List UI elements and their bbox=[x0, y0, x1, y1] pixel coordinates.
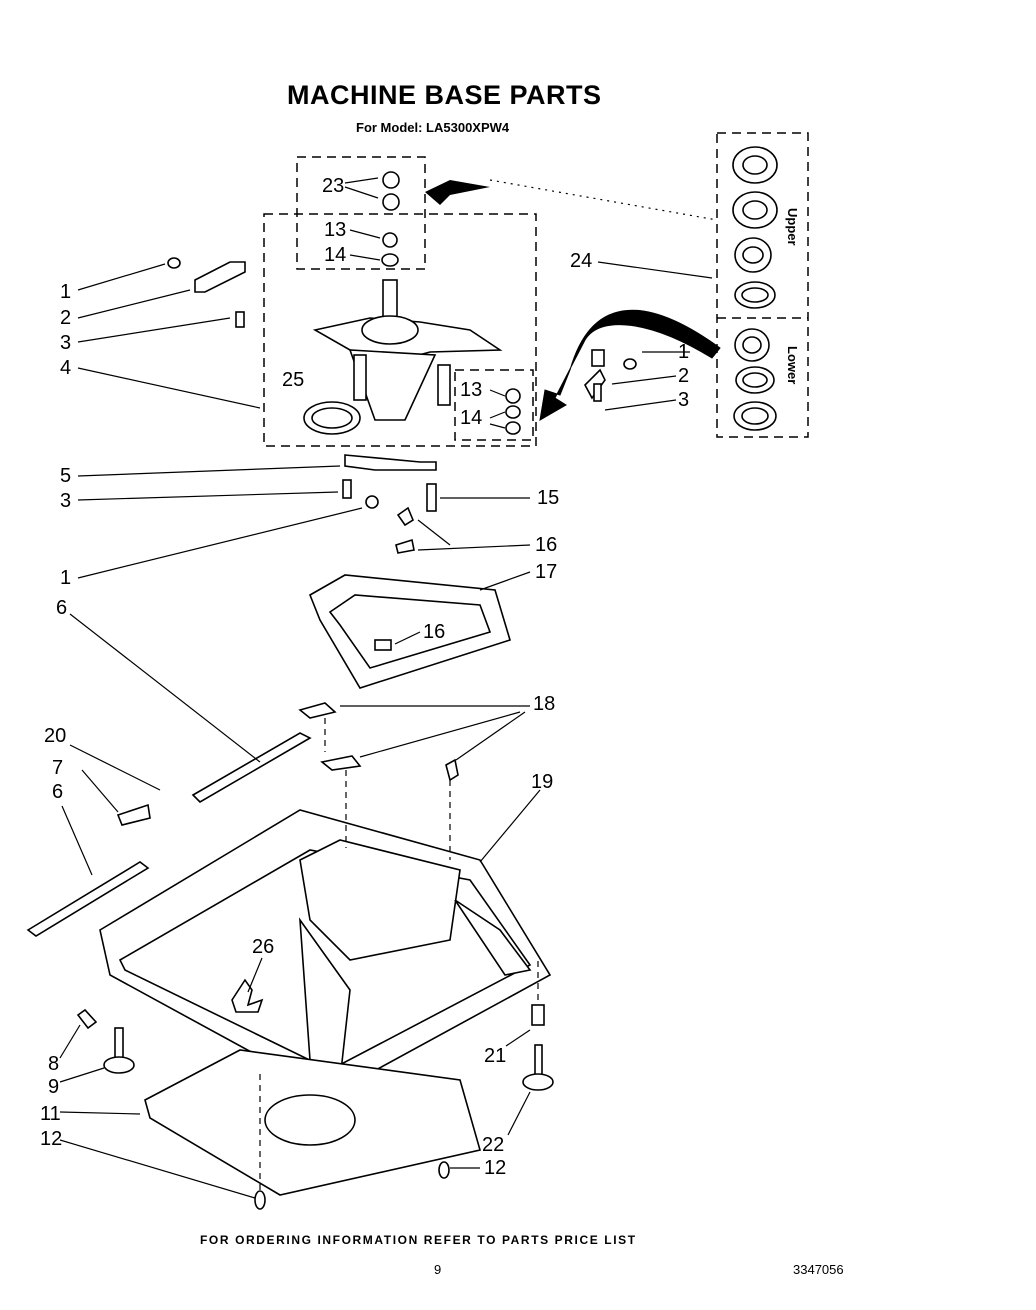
callout-13: 13 bbox=[460, 379, 483, 401]
leader-lines bbox=[59, 177, 713, 1199]
callout-6: 6 bbox=[56, 597, 68, 619]
callout-16: 16 bbox=[423, 621, 446, 643]
base-frame bbox=[99, 809, 552, 1096]
callout-1: 1 bbox=[60, 281, 72, 303]
clip-26 bbox=[231, 978, 264, 1013]
page-title: MACHINE BASE PARTS bbox=[287, 80, 602, 110]
callout-9: 9 bbox=[48, 1076, 60, 1098]
bottom-pan bbox=[144, 1049, 482, 1196]
ordering-footer: FOR ORDERING INFORMATION REFER TO PARTS … bbox=[200, 1233, 637, 1247]
curved-arrow bbox=[539, 309, 721, 421]
callout-12: 12 bbox=[40, 1128, 63, 1150]
callout-7: 7 bbox=[52, 757, 64, 779]
transmission-box bbox=[263, 213, 537, 447]
right-bracket bbox=[584, 349, 637, 402]
callout-1: 1 bbox=[678, 341, 690, 363]
callout-18: 18 bbox=[533, 693, 556, 715]
page-number: 9 bbox=[434, 1262, 442, 1277]
callout-22: 22 bbox=[482, 1134, 505, 1156]
pads-18 bbox=[298, 702, 459, 782]
callout-14: 14 bbox=[324, 244, 347, 266]
side-rails bbox=[26, 732, 312, 937]
callout-21: 21 bbox=[484, 1045, 507, 1067]
transmission bbox=[303, 279, 521, 435]
side-bearing-box bbox=[454, 369, 534, 441]
callout-1: 1 bbox=[60, 567, 72, 589]
callout-4: 4 bbox=[60, 357, 72, 379]
upper-bearings bbox=[381, 171, 400, 267]
callout-3: 3 bbox=[60, 490, 72, 512]
callout-14: 14 bbox=[460, 407, 483, 429]
middle-parts bbox=[342, 454, 437, 554]
callout-8: 8 bbox=[48, 1053, 60, 1075]
callout-15: 15 bbox=[537, 487, 560, 509]
feet bbox=[76, 1004, 554, 1210]
document-number: 3347056 bbox=[793, 1262, 844, 1277]
callout-3: 3 bbox=[60, 332, 72, 354]
suspension-pan bbox=[308, 574, 511, 689]
bearing-kit-rings bbox=[732, 146, 778, 431]
callout-17: 17 bbox=[535, 561, 558, 583]
callout-12: 12 bbox=[484, 1157, 507, 1179]
upper-label: Upper bbox=[785, 208, 800, 246]
upper-bearing-box bbox=[296, 156, 426, 270]
callout-19: 19 bbox=[531, 771, 554, 793]
callout-2: 2 bbox=[678, 365, 690, 387]
callout-13: 13 bbox=[324, 219, 347, 241]
left-bracket bbox=[167, 257, 246, 328]
pointer-arrow bbox=[425, 180, 490, 205]
callout-5: 5 bbox=[60, 465, 72, 487]
callout-24: 24 bbox=[570, 250, 593, 272]
callout-26: 26 bbox=[252, 936, 275, 958]
model-subtitle: For Model: LA5300XPW4 bbox=[356, 120, 510, 135]
callout-3: 3 bbox=[678, 389, 690, 411]
callout-23: 23 bbox=[322, 175, 345, 197]
callout-25: 25 bbox=[282, 369, 305, 391]
callout-16: 16 bbox=[535, 534, 558, 556]
callout-2: 2 bbox=[60, 307, 72, 329]
callout-20: 20 bbox=[44, 725, 67, 747]
callout-6: 6 bbox=[52, 781, 64, 803]
bearing-kit-box bbox=[716, 132, 809, 438]
callout-11: 11 bbox=[40, 1103, 61, 1125]
lower-label: Lower bbox=[785, 346, 800, 385]
